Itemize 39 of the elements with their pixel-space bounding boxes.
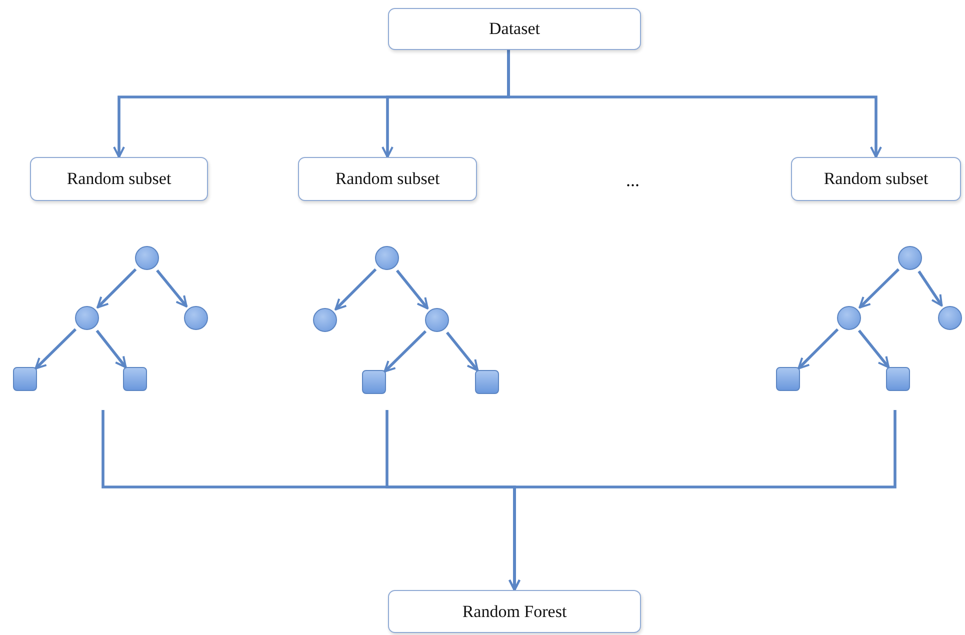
tree-node-circle (425, 308, 449, 332)
process-box (30, 157, 208, 201)
tree-node-circle (184, 306, 208, 330)
arrow (34, 328, 77, 370)
ellipsis-label: ... (626, 170, 640, 191)
tree-node-circle (135, 246, 159, 270)
process-box (388, 8, 641, 50)
arrow (858, 268, 900, 308)
node-label: Random subset (66, 169, 172, 189)
leaf-square (886, 367, 910, 391)
leaf-square (13, 367, 37, 391)
arrow (96, 268, 137, 308)
arrow (384, 330, 427, 372)
node-label: Random subset (335, 169, 440, 189)
tree-node-circle (837, 306, 861, 330)
node-label: Random Forest (462, 602, 567, 622)
arrow (96, 330, 127, 368)
arrow (396, 270, 429, 310)
leaf-square (123, 367, 147, 391)
tree-node-circle (313, 308, 337, 332)
arrow (858, 330, 890, 368)
tree-node-circle (938, 306, 962, 330)
process-box (791, 157, 961, 201)
arrow (446, 332, 479, 372)
node-label: Dataset (489, 19, 540, 39)
leaf-square (776, 367, 800, 391)
arrow (508, 410, 896, 591)
arrow (334, 268, 377, 310)
process-box (388, 590, 641, 633)
leaf-square (362, 370, 386, 394)
arrow (798, 328, 839, 370)
node-label: Random subset (824, 169, 928, 189)
arrow (156, 270, 188, 308)
tree-node-circle (898, 246, 922, 270)
leaf-square (475, 370, 499, 394)
tree-node-circle (375, 246, 399, 270)
process-box (298, 157, 477, 201)
arrow (918, 270, 943, 307)
tree-node-circle (75, 306, 99, 330)
